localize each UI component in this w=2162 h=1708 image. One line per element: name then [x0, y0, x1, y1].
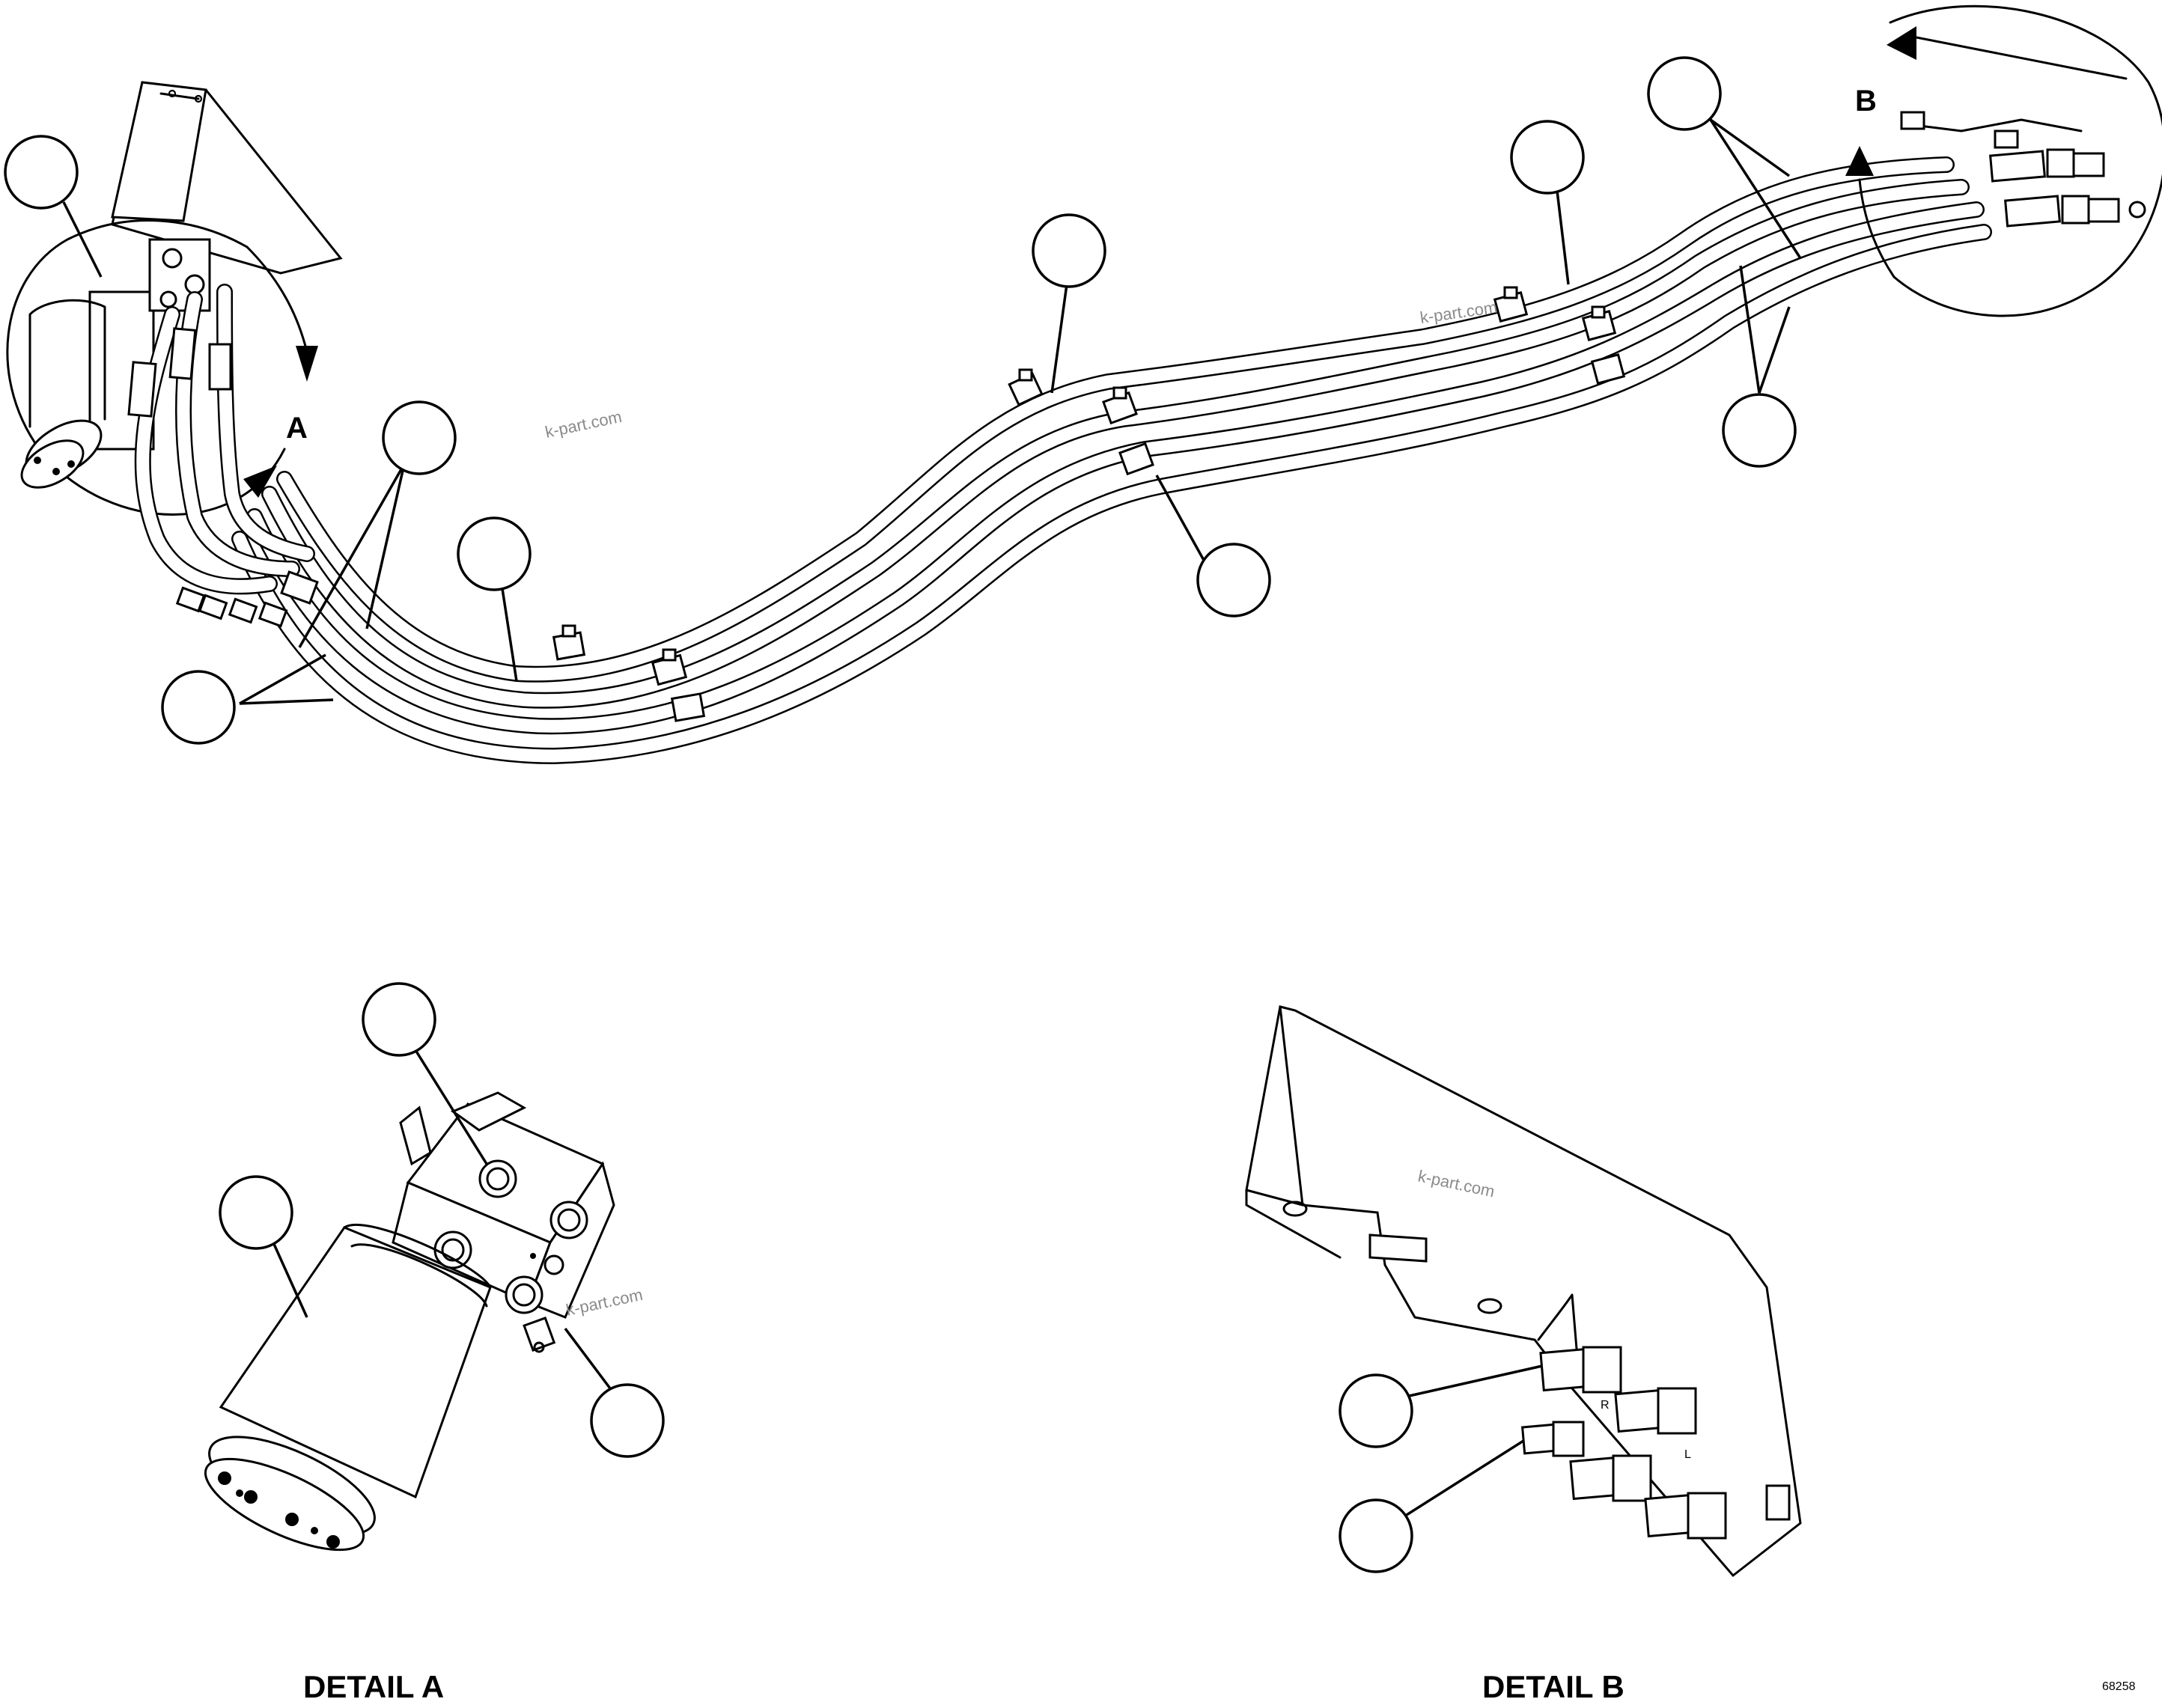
port-label-r: R: [1601, 1399, 1610, 1412]
callout-bubble: [382, 400, 457, 475]
clamp-8: [1581, 305, 1617, 341]
detail-b-bulkhead-plate: R L: [1245, 1005, 1802, 1578]
main-callouts: [4, 56, 1802, 745]
callout-bubble: [1032, 213, 1106, 288]
detail-a-marker: A: [286, 412, 308, 445]
bolt-heads-detail-a: [218, 1471, 340, 1549]
steering-column-bracket: [111, 81, 343, 275]
callout-bubble: [4, 135, 79, 210]
clamp-5: [1102, 386, 1138, 425]
detail-a-caption: DETAIL A: [303, 1669, 444, 1704]
arrow-a-right: [243, 466, 277, 498]
steering-unit-small: [20, 238, 211, 489]
hose-end-fittings-a: [175, 570, 319, 628]
bulkhead-fittings-b-small: [1989, 148, 2146, 228]
clamp-9: [1590, 353, 1626, 385]
callout-bubble: [457, 516, 532, 591]
clamp-1: [552, 624, 586, 661]
hose-clamps: [552, 286, 1626, 722]
clamp-4: [1008, 368, 1044, 406]
bulkhead-fittings-detail-b: R L: [1520, 1346, 1791, 1540]
callout-bubble: [219, 1175, 293, 1250]
figure-number: 68258: [2102, 1680, 2136, 1693]
callout-bubble: [1339, 1498, 1413, 1573]
callout-bubble: [1339, 1373, 1413, 1448]
callout-bubble: [1510, 120, 1585, 195]
callout-bubble: [590, 1383, 665, 1458]
ports-detail-a: [433, 1159, 588, 1353]
clamp-3: [670, 692, 706, 722]
callout-bubble: [161, 670, 236, 745]
arrow-b-lower: [1845, 146, 1874, 176]
callout-bubble: [1196, 543, 1271, 617]
clamp-2: [651, 648, 688, 686]
detail-b-marker: B: [1855, 85, 1877, 118]
hose-bundle: [231, 156, 1992, 764]
arrow-b-up: [1887, 26, 1916, 60]
callout-bubble: [362, 982, 436, 1057]
detail-a-view-circle: A: [6, 219, 319, 628]
detail-a-callouts: [219, 982, 665, 1458]
detail-b-caption: DETAIL B: [1482, 1669, 1624, 1704]
arrow-a-down: [296, 346, 318, 382]
clamp-7: [1493, 286, 1529, 323]
detail-a-steering-unit: [204, 1091, 615, 1552]
callout-bubble: [1647, 56, 1722, 131]
port-label-l: L: [1684, 1448, 1691, 1461]
detail-b-view-circle: B: [1845, 4, 2162, 317]
detail-b-callouts: [1339, 1364, 1543, 1573]
callout-bubble: [1722, 393, 1797, 468]
watermark: k-part.com: [543, 407, 624, 442]
clamp-6: [1118, 442, 1154, 476]
